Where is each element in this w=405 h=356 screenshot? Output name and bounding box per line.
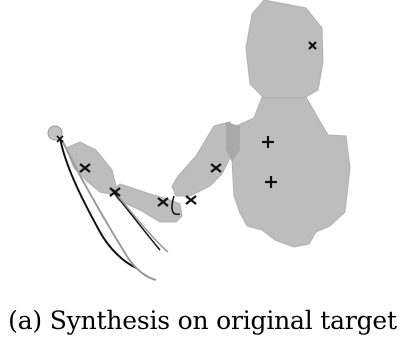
marker-belly xyxy=(265,176,277,188)
marker-hand xyxy=(79,163,91,173)
hand xyxy=(65,141,117,195)
trajectory-light xyxy=(61,139,157,281)
torso xyxy=(231,96,351,248)
head xyxy=(245,0,324,99)
marker-forearm xyxy=(157,197,169,207)
trajectory-light-2 xyxy=(117,195,169,253)
marker-elbow xyxy=(185,195,197,205)
wrist-loop xyxy=(171,195,181,216)
forearm xyxy=(111,183,183,223)
marker-upper-arm xyxy=(210,163,222,173)
shoulder-shade xyxy=(226,122,240,162)
marker-wrist xyxy=(109,187,121,197)
mannequin-figure xyxy=(47,0,351,281)
marker-head xyxy=(308,41,317,50)
trajectory-dark xyxy=(59,137,137,269)
marker-chest xyxy=(262,136,274,148)
marker-fingertip xyxy=(56,135,64,143)
figure-caption: (a) Synthesis on original target xyxy=(8,306,397,335)
trajectory-dark-2 xyxy=(111,189,161,251)
